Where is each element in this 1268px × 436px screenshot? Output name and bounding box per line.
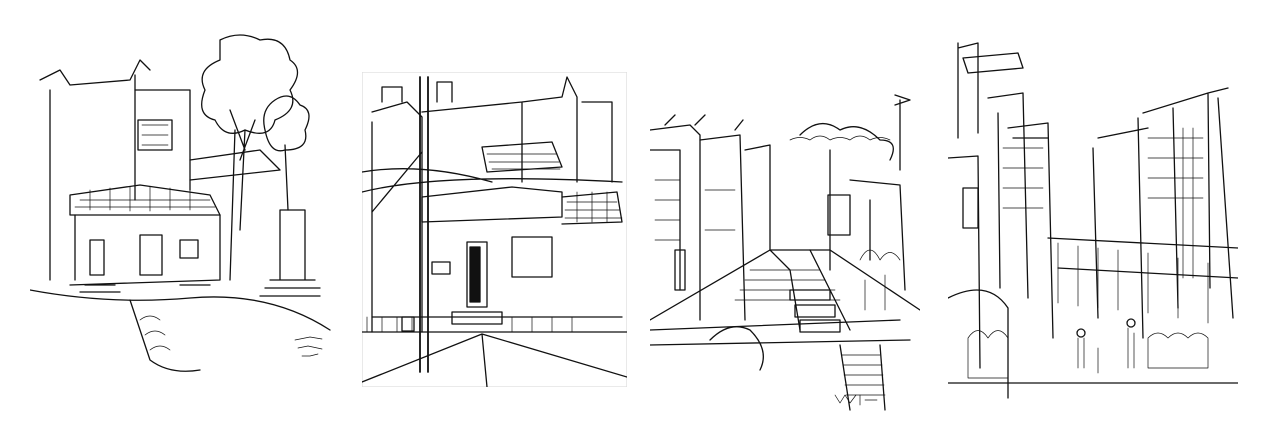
- sketch-busy-market-street: [948, 42, 1238, 399]
- sketch-alley-with-utility-pole: [362, 72, 627, 387]
- sketch-village-house-with-tree: [30, 34, 331, 372]
- sketch-village-canal-street: [650, 94, 920, 411]
